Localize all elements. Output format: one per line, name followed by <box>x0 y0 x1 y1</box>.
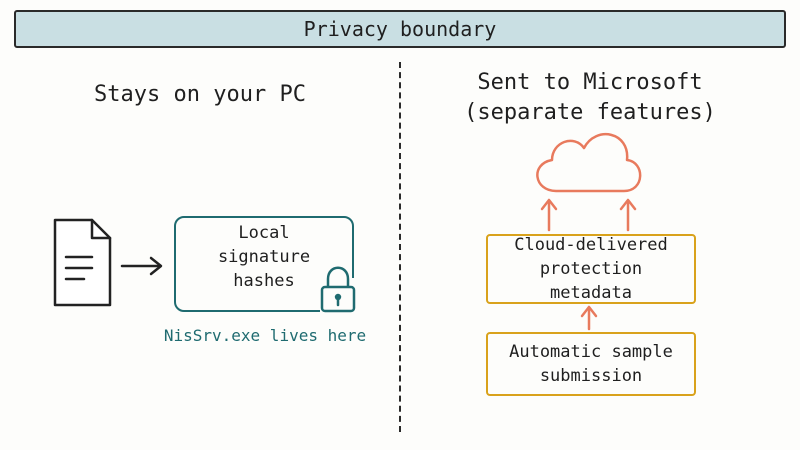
arrow-up-icon <box>619 198 637 232</box>
right-heading-line2: (separate features) <box>464 100 716 125</box>
padlock-icon <box>320 266 356 314</box>
boundary-divider <box>399 62 401 432</box>
local-box-label: Local signature hashes <box>217 223 311 291</box>
privacy-boundary-banner: Privacy boundary <box>14 10 786 48</box>
right-heading-line1: Sent to Microsoft <box>477 70 703 95</box>
right-heading: Sent to Microsoft (separate features) <box>440 68 740 128</box>
cloud-metadata-box: Cloud-delivered protection metadata <box>486 234 696 304</box>
document-icon <box>53 218 112 307</box>
nissrv-caption: NisSrv.exe lives here <box>163 326 367 345</box>
left-heading: Stays on your PC <box>40 80 360 110</box>
left-heading-text: Stays on your PC <box>94 82 306 107</box>
cloud-icon <box>536 132 642 193</box>
banner-title: Privacy boundary <box>303 17 497 41</box>
arrow-up-icon <box>540 198 558 232</box>
local-signature-hashes-box: Local signature hashes <box>174 216 354 312</box>
sample-submission-box: Automatic sample submission <box>486 332 696 396</box>
arrow-right-icon <box>120 256 163 276</box>
arrow-up-icon <box>580 305 598 331</box>
sample-box-label: Automatic sample submission <box>509 342 673 386</box>
metadata-box-label: Cloud-delivered protection metadata <box>514 235 668 303</box>
